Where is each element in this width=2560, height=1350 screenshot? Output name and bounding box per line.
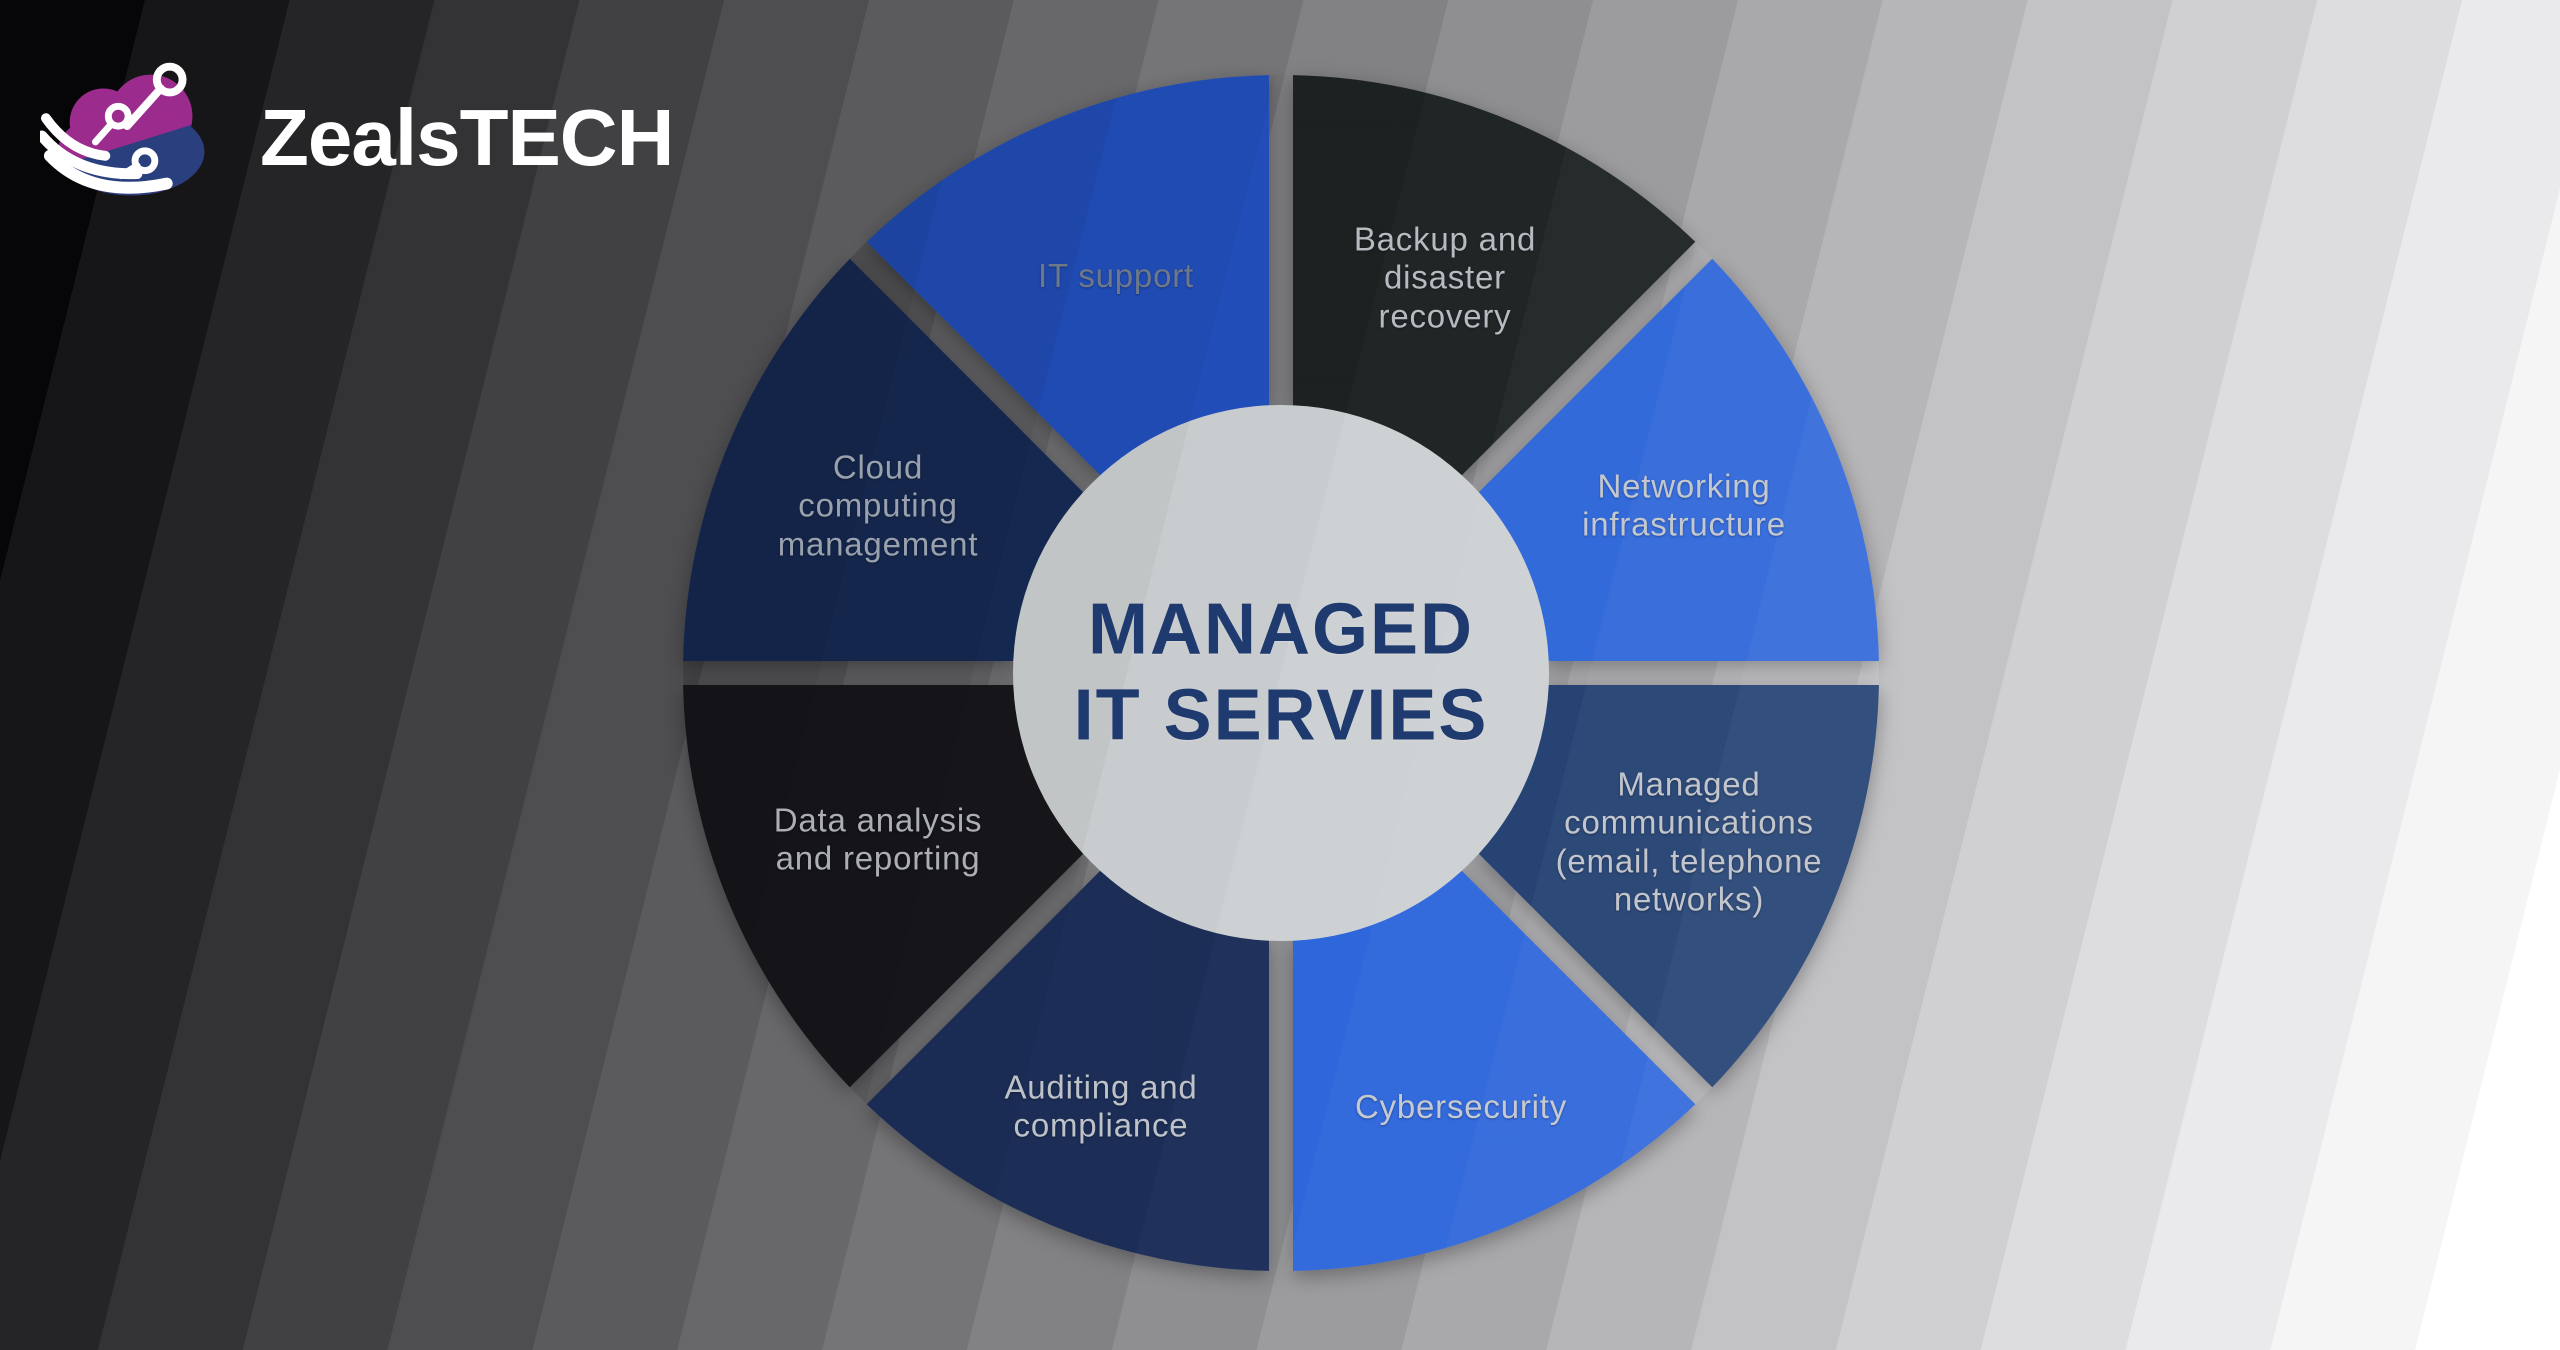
wheel-shade-overlay [683, 75, 1879, 1271]
segment-label-auditing-compliance: Auditing and compliance [1004, 1068, 1198, 1144]
logo-circuit-traces [40, 62, 187, 194]
wheel-title-line-1: MANAGED [1088, 589, 1474, 670]
segment-label-cloud-computing-management: Cloud computing management [777, 448, 979, 563]
segment-label-managed-communications: Managed communications (email, telephone… [1555, 765, 1823, 918]
cloud-circuit-logo-icon [40, 62, 205, 196]
segment-label-data-analysis-reporting: Data analysis and reporting [773, 801, 983, 877]
segment-label-it-support: IT support [1038, 256, 1194, 294]
brand-name: ZealsTECH [260, 93, 674, 182]
wheel-title: MANAGED IT SERVIES [1074, 587, 1489, 760]
segment-label-cybersecurity: Cybersecurity [1354, 1087, 1568, 1125]
segment-label-networking-infrastructure: Networking infrastructure [1582, 467, 1786, 543]
wheel-title-line-2: IT SERVIES [1073, 676, 1489, 756]
segment-label-backup-disaster-recovery: Backup and disaster recovery [1353, 220, 1537, 335]
brand-logo: ZealsTECH [40, 60, 674, 212]
